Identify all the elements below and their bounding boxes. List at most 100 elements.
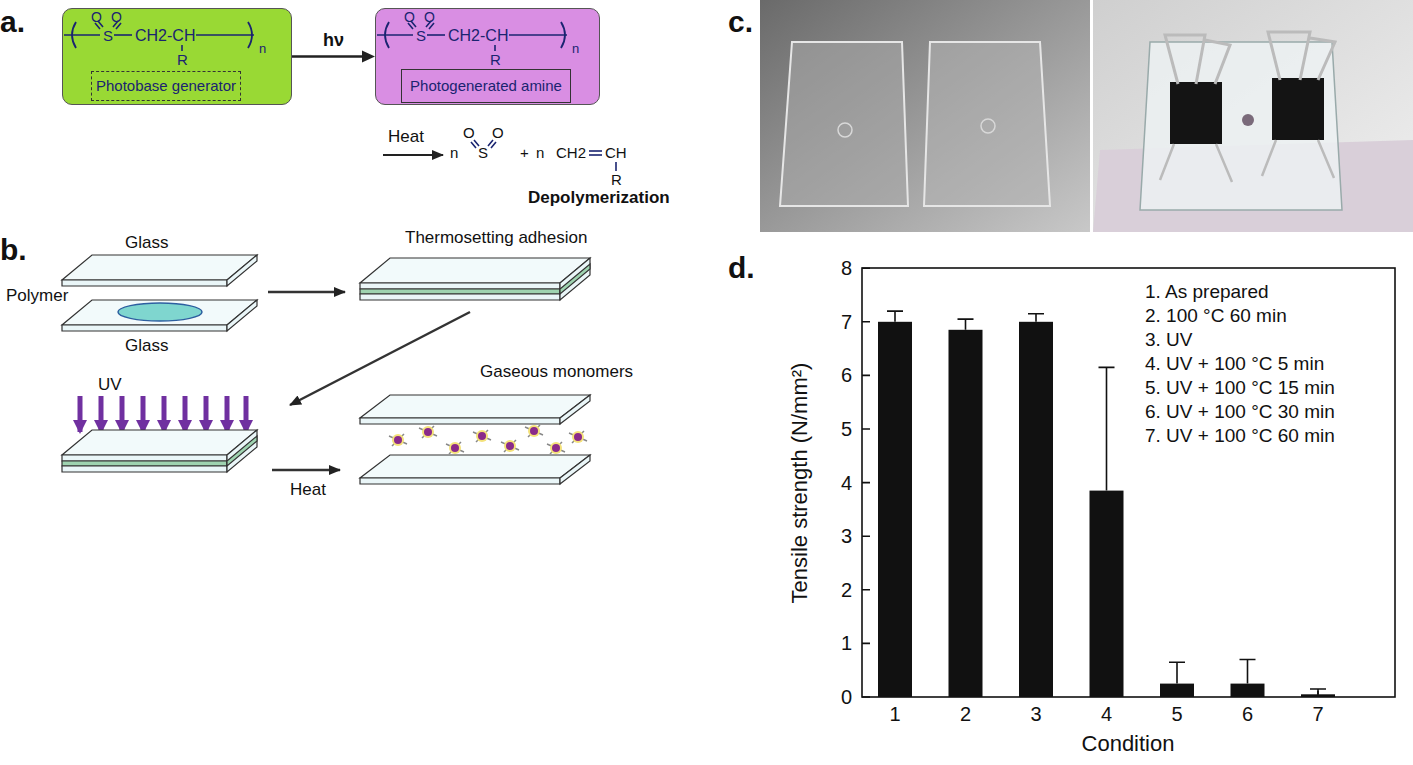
- gas-molecule: [424, 428, 432, 436]
- chem-text: +: [520, 144, 529, 161]
- chemical-bond: [471, 140, 496, 148]
- glass-slab: [62, 280, 227, 286]
- laminated-slab: [560, 264, 590, 294]
- chem-text: O: [492, 124, 504, 141]
- uv-arrow: [99, 396, 104, 432]
- photobase-box: Photobase generator: [91, 71, 241, 101]
- glass-slab: [62, 255, 257, 280]
- gas-molecule: [506, 442, 514, 450]
- chart-axis: [895, 691, 1318, 697]
- chem-text: O: [111, 9, 122, 25]
- chart-axis: [862, 268, 1395, 697]
- error-bar: [887, 311, 903, 322]
- error-bar: [1169, 662, 1185, 683]
- data-bar: [949, 330, 983, 697]
- photograph: [924, 42, 1050, 206]
- data-bar: [1231, 684, 1265, 697]
- data-bar: [1301, 694, 1335, 697]
- error-bar: [1028, 314, 1044, 322]
- tick-label: 3: [1030, 703, 1041, 726]
- gas-molecule: [525, 425, 543, 437]
- condition-note: 4. UV + 100 °C 5 min: [1145, 353, 1324, 375]
- laminated-slab: [560, 258, 590, 300]
- photograph: [760, 0, 1413, 232]
- error-bar: [887, 311, 1326, 694]
- photograph: [1160, 140, 1334, 182]
- step-label: Gaseous monomers: [480, 362, 633, 382]
- glass-slab: [227, 300, 257, 331]
- glass-slab: [560, 455, 590, 484]
- glass-slab: [560, 395, 590, 424]
- glass-slab: [360, 418, 560, 424]
- glass-slab: [360, 395, 590, 418]
- photograph: [1093, 0, 1413, 232]
- part-label: Glass: [125, 336, 168, 356]
- error-bar: [1240, 660, 1256, 684]
- laminated-slab: [62, 461, 227, 466]
- photograph: [1242, 114, 1254, 126]
- gas-molecule: [569, 431, 587, 443]
- error-bar: [1099, 367, 1115, 490]
- chem-text: S: [416, 27, 426, 44]
- gas-molecule: [574, 433, 582, 441]
- laminated-slab: [227, 436, 257, 466]
- step-label: UV: [98, 375, 122, 395]
- axis-title: Condition: [1082, 731, 1175, 756]
- gas-molecule: [478, 432, 486, 440]
- gas-molecule: [572, 431, 584, 443]
- photograph: [780, 42, 908, 206]
- glass-slab: [360, 455, 590, 484]
- photograph: [1272, 78, 1324, 140]
- data-bar: [878, 322, 1335, 697]
- chem-text: CH: [605, 144, 627, 161]
- condition-note: 5. UV + 100 °C 15 min: [1145, 377, 1335, 399]
- gas-molecule: [446, 442, 464, 454]
- gas-molecule: [569, 431, 587, 443]
- step-label: Heat: [290, 480, 326, 500]
- gas-molecule: [547, 442, 565, 454]
- tick-label: 6: [841, 364, 852, 387]
- polymer-box: Photogenerated amineOOSCH2-CHRn: [375, 8, 600, 105]
- tick-label: 3: [841, 525, 852, 548]
- glass-slab: [360, 395, 590, 424]
- gas-molecule: [552, 444, 560, 452]
- process-arrow: [272, 469, 340, 472]
- chart-axis: [862, 268, 1395, 697]
- laminated-slab: [62, 466, 227, 472]
- chem-text: R: [177, 51, 188, 68]
- gas-molecule: [392, 434, 404, 446]
- laminated-slab: [62, 455, 227, 461]
- part-label: Glass: [125, 233, 168, 253]
- uv-arrow: [162, 396, 167, 432]
- uv-arrow: [141, 396, 146, 432]
- gas-molecule: [530, 427, 538, 435]
- edge-label: hν: [323, 29, 344, 50]
- condition-note: 2. 100 °C 60 min: [1145, 305, 1287, 327]
- gas-molecule: [501, 440, 519, 452]
- laminated-slab: [360, 258, 590, 283]
- tick-label: 2: [960, 703, 971, 726]
- chem-text: n: [450, 144, 458, 161]
- gas-molecule: [389, 425, 587, 454]
- part-label: Polymer: [6, 286, 68, 306]
- arrow-head: [362, 51, 375, 63]
- axis-title: Tensile strength (N/mm²): [787, 363, 812, 604]
- chem-text: O: [463, 124, 475, 141]
- data-bar: [1160, 684, 1194, 697]
- panel-letter: c.: [728, 5, 753, 40]
- data-bar: [878, 322, 912, 697]
- panel-letter: b.: [0, 233, 27, 268]
- tick-label: 0: [841, 686, 852, 709]
- box-label: Photogenerated amine: [410, 77, 562, 94]
- glass-slab: [360, 455, 590, 478]
- chem-text: O: [424, 9, 435, 25]
- gas-molecule: [389, 434, 407, 446]
- chem-text: O: [404, 9, 415, 25]
- gas-molecule: [525, 425, 543, 437]
- tick-label: 4: [1101, 703, 1112, 726]
- tick-label: 7: [841, 310, 852, 333]
- chem-text: S: [478, 144, 488, 161]
- gas-molecule: [451, 444, 459, 452]
